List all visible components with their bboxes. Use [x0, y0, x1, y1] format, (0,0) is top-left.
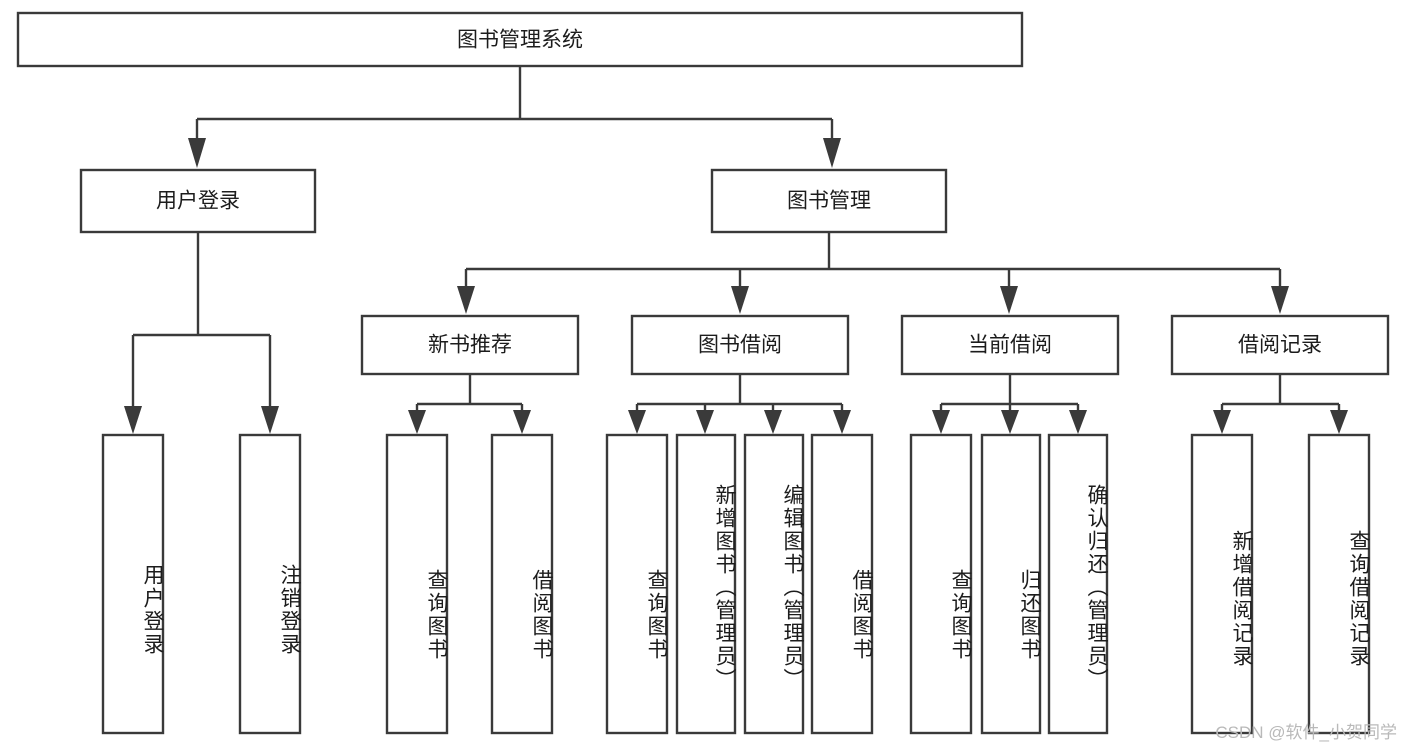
- connector-borrowrecord-to-leaves: [1213, 374, 1348, 434]
- leaf-box-book-borrow-2[interactable]: [743, 433, 805, 735]
- leaf-box-borrow-record-1[interactable]: [1307, 433, 1371, 735]
- node-current-borrow-box: [900, 314, 1120, 376]
- node-new-book-rec-label: 新书推荐: [428, 334, 512, 357]
- node-root-label: 图书管理系统: [457, 29, 583, 52]
- leaf-box-current-borrow-0[interactable]: [909, 433, 973, 735]
- connector-bookmanage-to-level3: [457, 232, 1289, 314]
- connector-userlogin-to-leaves: [124, 232, 279, 434]
- node-book-borrow[interactable]: 图书借阅: [630, 314, 850, 376]
- leaf-box-current-borrow-2[interactable]: [1047, 433, 1109, 735]
- connector-root-to-level2: [188, 66, 841, 168]
- node-borrow-record[interactable]: 借阅记录: [1170, 314, 1390, 376]
- node-root-box: [16, 11, 1024, 68]
- leaf-box-new-book-rec-0[interactable]: [385, 433, 449, 735]
- connector-currentborrow-to-leaves: [932, 374, 1087, 434]
- leaf-box-book-borrow-3[interactable]: [810, 433, 874, 735]
- node-book-manage[interactable]: 图书管理: [710, 168, 948, 234]
- csdn-watermark: CSDN @软件_小贺同学: [1215, 723, 1397, 742]
- connector-newbookrec-to-leaves: [408, 374, 531, 434]
- node-user-login-label: 用户登录: [156, 190, 240, 213]
- node-current-borrow-label: 当前借阅: [968, 334, 1052, 357]
- node-root[interactable]: 图书管理系统: [16, 11, 1024, 68]
- connector-bookborrow-to-leaves: [628, 374, 851, 434]
- leaf-box-user-login-1[interactable]: [238, 433, 302, 735]
- node-user-login-box: [79, 168, 317, 234]
- node-new-book-rec-box: [360, 314, 580, 376]
- leaf-box-new-book-rec-1[interactable]: [490, 433, 554, 735]
- leaf-box-borrow-record-0[interactable]: [1190, 433, 1254, 735]
- leaf-box-current-borrow-1[interactable]: [980, 433, 1042, 735]
- node-current-borrow[interactable]: 当前借阅: [900, 314, 1120, 376]
- leaf-box-book-borrow-0[interactable]: [605, 433, 669, 735]
- node-book-borrow-label: 图书借阅: [698, 334, 782, 357]
- leaf-box-book-borrow-1[interactable]: [675, 433, 737, 735]
- node-new-book-rec[interactable]: 新书推荐: [360, 314, 580, 376]
- node-user-login[interactable]: 用户登录: [79, 168, 317, 234]
- node-borrow-record-label: 借阅记录: [1238, 334, 1322, 357]
- leaf-box-user-login-0[interactable]: [101, 433, 165, 735]
- node-book-manage-label: 图书管理: [787, 190, 871, 213]
